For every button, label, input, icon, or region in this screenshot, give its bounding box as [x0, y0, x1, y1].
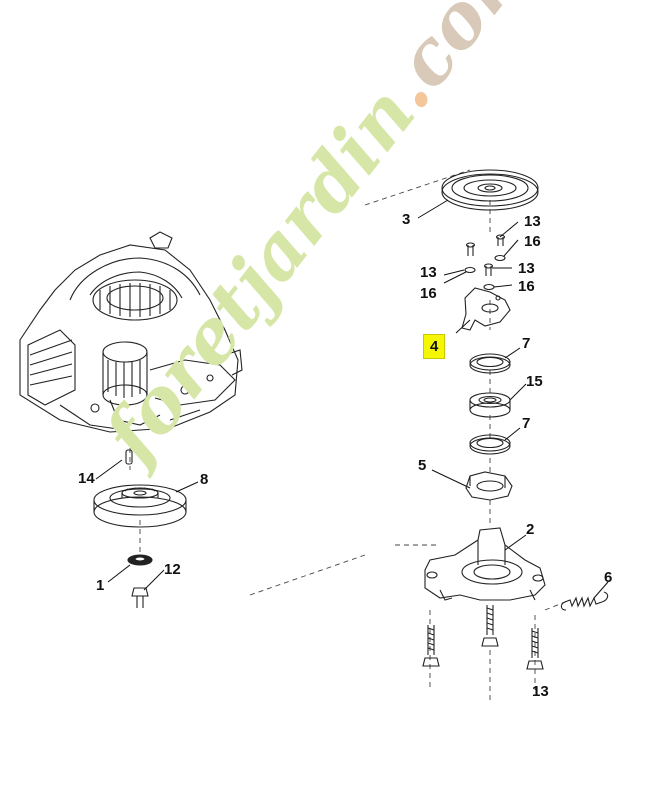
- callout-7-lower: 7: [522, 415, 531, 432]
- callout-13-a: 13: [524, 213, 541, 230]
- part-7-ring-upper: [469, 353, 511, 374]
- part-8-pulley: [93, 484, 187, 528]
- callout-2: 2: [526, 521, 535, 538]
- part-2-housing: [424, 527, 546, 601]
- part-15-bearing: [469, 392, 511, 418]
- callout-5: 5: [418, 457, 427, 474]
- callout-7-upper: 7: [522, 335, 531, 352]
- callout-13-d: 13: [532, 683, 549, 700]
- callout-8: 8: [200, 471, 209, 488]
- part-6-spring: [560, 591, 609, 611]
- callout-3: 3: [402, 211, 411, 228]
- callout-6: 6: [604, 569, 613, 586]
- callout-15: 15: [526, 373, 543, 390]
- callout-12: 12: [164, 561, 181, 578]
- part-5-hub: [465, 471, 513, 501]
- callout-16-b: 16: [420, 285, 437, 302]
- callout-16-a: 16: [524, 233, 541, 250]
- callout-13-c: 13: [518, 260, 535, 277]
- bolts-13-lower: [422, 605, 544, 670]
- part-1-washer: [127, 554, 153, 566]
- part-12-bolt: [131, 587, 149, 608]
- callout-14: 14: [78, 470, 95, 487]
- screws-and-washers: [464, 234, 506, 291]
- part-14-pin: [125, 449, 133, 465]
- engine-illustration: [19, 231, 243, 433]
- part-3-pulley: [441, 169, 539, 211]
- callout-1: 1: [96, 577, 105, 594]
- part-4-bracket: [461, 287, 511, 331]
- callout-13-b: 13: [420, 264, 437, 281]
- callout-4-highlighted: 4: [423, 334, 446, 359]
- callout-16-c: 16: [518, 278, 535, 295]
- part-7-ring-lower: [469, 434, 511, 455]
